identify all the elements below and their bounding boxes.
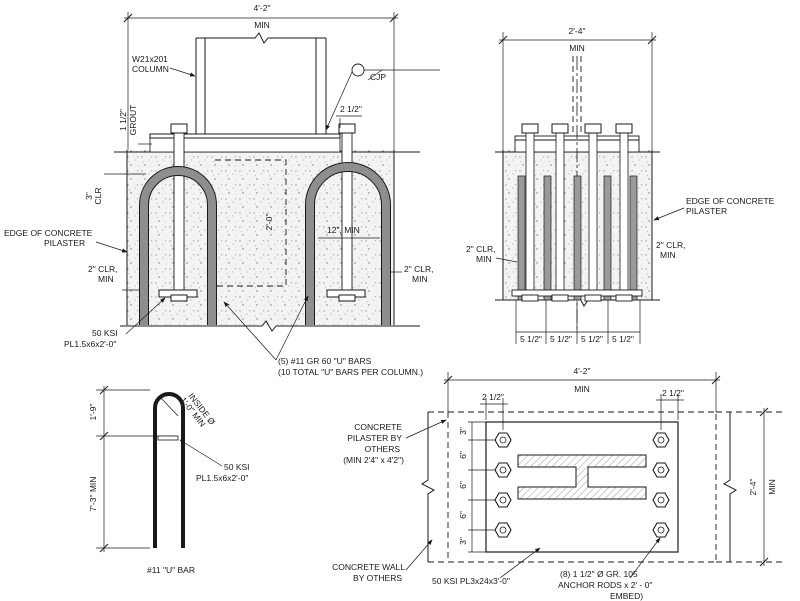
plate-label-2: PL1.5x6x2'-0" [64,339,116,349]
row-dim-3: 6" [458,481,468,489]
edge-concrete-label-2: PILASTER [44,238,85,248]
plan-edge-right: 2 1/2" [662,388,684,398]
plan-height-min: MIN [767,479,777,495]
ubars-label-1: (5) #11 GR 60 "U" BARS [278,356,372,366]
pilaster-outline [447,411,717,563]
pilaster-label-4: (MIN 2'4" x 4'2") [343,455,404,465]
side-edge-label-2: PILASTER [686,206,727,216]
cjp-label: CJP [370,72,386,82]
top-clr-dim: 3" [84,192,94,200]
plan-min-label: MIN [574,384,590,394]
top-clr-label: CLR [93,187,103,204]
side-clr-right-1: 2" CLR, [656,240,685,250]
edge-dim-label: 2 1/2" [340,104,362,114]
plan-edge-left: 2 1/2" [482,392,504,402]
edge-concrete-label-1: EDGE OF CONCRETE [4,228,93,238]
elevation-min-label: MIN [254,20,270,30]
plan-height-dim: 2'-4" [748,479,758,496]
side-rebar [517,175,638,301]
side-clr-right-2: MIN [660,250,676,260]
w21-column [195,32,327,134]
side-width-dim: 2'-4" [569,26,586,36]
pilaster-label-3: OTHERS [365,444,401,454]
rods-label-1: (8) 1 1/2" Ø GR. 105 [560,569,638,579]
ubar-title: #11 "U" BAR [147,565,195,575]
pilaster-label-2: PILASTER BY [347,433,402,443]
elevation-view: 4'-2" MIN [4,3,440,377]
side-edge-label-1: EDGE OF CONCRETE [686,196,775,206]
plate-label-1: 50 KSI [92,328,118,338]
clr-left-label-1: 2" CLR, [88,264,117,274]
row-dim-4: 6" [458,511,468,519]
grout-label: GROUT [128,105,138,136]
row-dim-2: 6" [458,451,468,459]
spacing-4: 5 1/2" [612,334,634,344]
ubars-label-2: (10 TOTAL "U" BARS PER COLUMN.) [278,367,423,377]
side-view: 2'-4" MIN [466,26,775,344]
grout-dim: 1 1/2" [118,109,128,131]
row-dim-5: 3" [458,537,468,545]
spacing-min-label: 12", MIN [327,225,360,235]
side-min-label: MIN [569,43,585,53]
spacing-3: 5 1/2" [581,334,603,344]
plan-width-dim: 4'-2" [574,366,591,376]
anchor-rods-elevation [158,123,366,302]
ubar-bottom-dim: 7'-3" MIN [88,477,98,512]
elevation-width-dim: 4'-2" [254,3,271,13]
clr-right-label-2: MIN [412,274,428,284]
clr-right-label-1: 2" CLR, [404,264,433,274]
row-dim-1: 3" [458,427,468,435]
spacing-2: 5 1/2" [550,334,572,344]
embed-dim: 2'-0" [264,214,274,231]
u-bar-detail: 1'-9" 7'-3" MIN 1'-0" MIN INSIDE Ø 50 KS… [88,385,250,575]
plan-view: 4'-2" MIN [332,366,786,601]
u-bars-elevation [139,162,391,325]
wall-label-1: CONCRETE WALL [332,562,405,572]
cjp-weld-symbol [351,63,365,77]
ubar-plate-label-1: 50 KSI [224,462,250,472]
column-label-2: COLUMN [132,64,169,74]
column-section [517,454,647,500]
side-anchor-rods [511,123,643,302]
ubar-plate-label-2: PL1.5x6x2'-0" [196,473,248,483]
side-clr-left-2: MIN [476,254,492,264]
wall-label-2: BY OTHERS [353,573,402,583]
clr-left-label-2: MIN [98,274,114,284]
side-clr-left-1: 2" CLR, [466,244,495,254]
ubar-top-dim: 1'-9" [88,404,98,421]
baseplate-label: 50 KSI PL3x24x3'-0" [432,576,510,586]
rods-label-3: EMBED) [610,591,643,601]
column-label-1: W21x201 [132,54,168,64]
pilaster-label-1: CONCRETE [354,422,402,432]
spacing-1: 5 1/2" [520,334,542,344]
rods-label-2: ANCHOR RODS x 2' - 0" [558,580,652,590]
